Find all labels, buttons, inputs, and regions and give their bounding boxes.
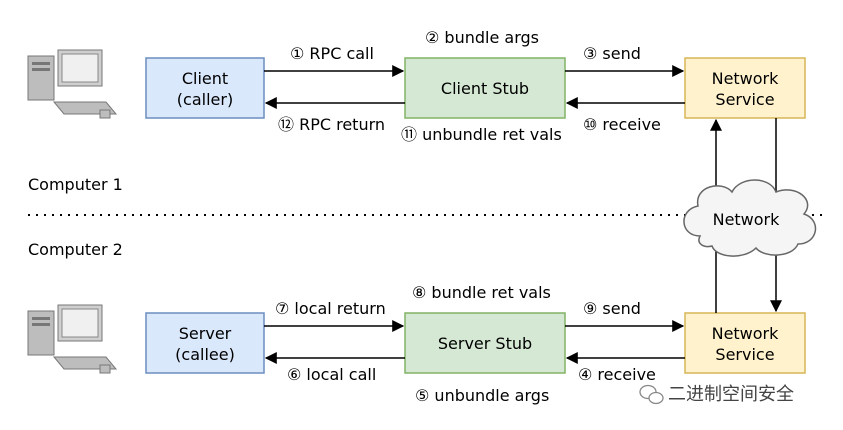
computer-2-label: Computer 2	[28, 240, 123, 259]
step-2-label: ② bundle args	[425, 28, 539, 47]
network-service-bottom-label-2: Service	[715, 345, 774, 364]
server-label-2: (callee)	[175, 345, 235, 364]
watermark-text: 二进制空间安全	[668, 384, 794, 405]
step-9-label: ⑨ send	[583, 299, 641, 318]
step-8-label: ⑧ bundle ret vals	[412, 283, 551, 302]
network-cloud-label: Network	[713, 210, 781, 229]
server-box	[145, 312, 265, 374]
step-11-label: ⑪ unbundle ret vals	[401, 125, 562, 144]
network-service-top-label-1: Network	[712, 69, 780, 88]
step-3-label: ③ send	[583, 44, 641, 63]
computer-1-icon	[27, 49, 118, 119]
network-service-bottom-box	[684, 312, 806, 374]
server-stub-label: Server Stub	[438, 334, 532, 353]
server-label-1: Server	[179, 324, 232, 343]
step-6-label: ⑥ local call	[287, 365, 377, 384]
client-stub-label: Client Stub	[441, 79, 529, 98]
server-stub-box	[404, 312, 566, 374]
step-4-label: ④ receive	[578, 365, 656, 384]
client-label-1: Client	[182, 69, 228, 88]
computer-2-icon	[27, 304, 118, 374]
client-box	[145, 57, 265, 119]
network-service-top-label-2: Service	[715, 90, 774, 109]
client-stub-box	[404, 57, 566, 119]
client-label-2: (caller)	[177, 90, 233, 109]
network-service-top-box	[684, 57, 806, 119]
step-1-label: ① RPC call	[290, 44, 374, 63]
wechat-icon	[639, 384, 664, 405]
step-10-label: ⑩ receive	[583, 115, 661, 134]
network-service-bottom-label-1: Network	[712, 324, 780, 343]
computer-1-label: Computer 1	[28, 175, 123, 194]
step-12-label: ⑫ RPC return	[278, 115, 386, 134]
step-7-label: ⑦ local return	[275, 299, 386, 318]
network-cloud	[683, 179, 817, 257]
step-5-label: ⑤ unbundle args	[415, 386, 550, 405]
